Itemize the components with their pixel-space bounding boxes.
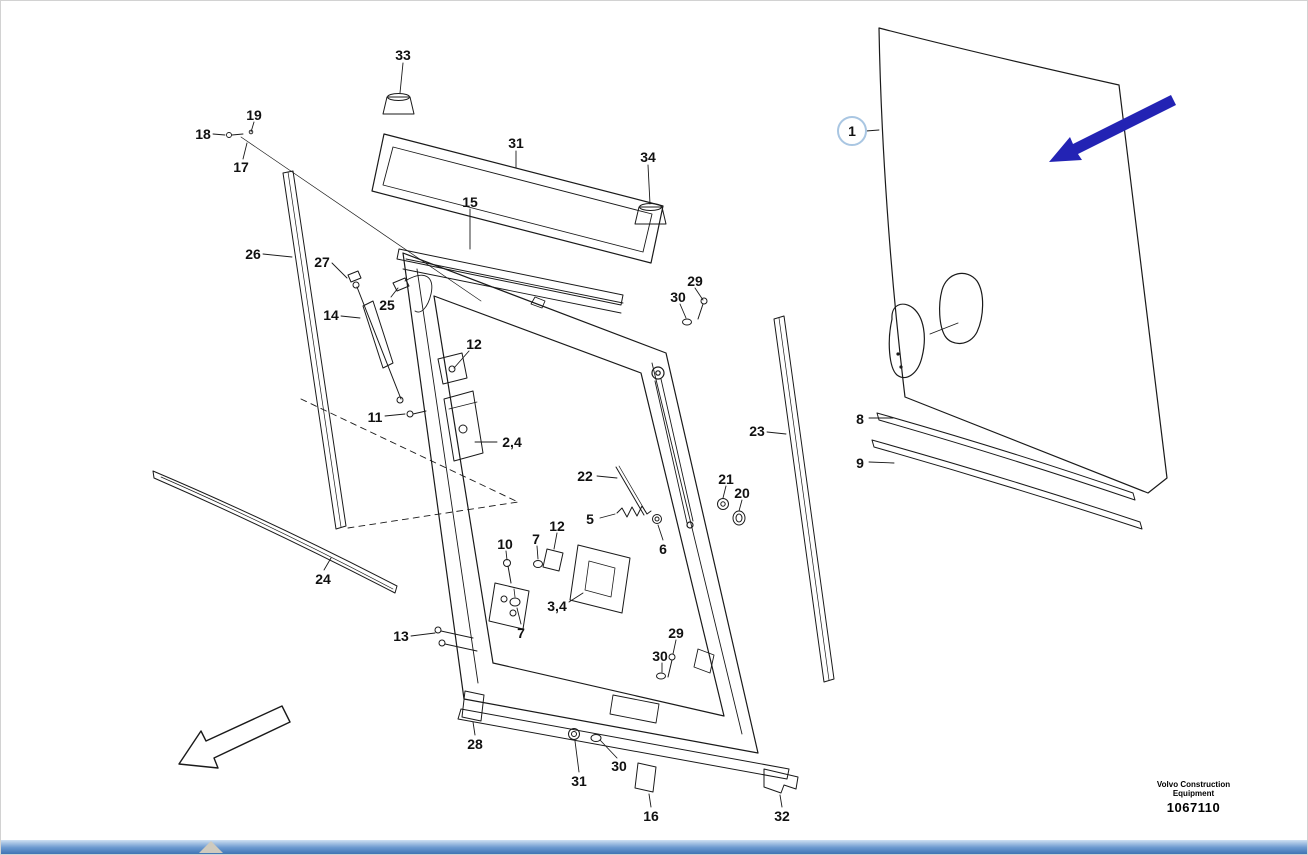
latch-mechanism: [406, 352, 484, 462]
corner-caps: [382, 93, 667, 225]
document-number: 1067110: [1166, 800, 1221, 815]
top-trim-strip: [396, 248, 624, 306]
brand-name-line2: Equipment: [1172, 789, 1215, 798]
glass-panel: [878, 27, 1168, 494]
side-seal-strips: [282, 170, 835, 683]
glass-mark-dot: [896, 352, 900, 356]
leader-lines: [212, 62, 895, 808]
upper-window-frame: [371, 133, 664, 264]
brand-block: Volvo Construction Equipment 1067110: [1136, 780, 1251, 815]
glass-mark-dot: [899, 365, 903, 369]
assembly-direction-arrow: [178, 705, 291, 769]
brand-name-line1: Volvo Construction: [1156, 780, 1231, 789]
alignment-dashes: [300, 398, 519, 529]
direction-arrow: [1049, 95, 1176, 162]
glass-seal-strips: [871, 412, 1143, 530]
door-frame: [402, 252, 790, 780]
rod-spring-washers: [615, 465, 746, 526]
bottom-scrollbar[interactable]: [1, 840, 1307, 854]
curved-lower-strip: [152, 470, 398, 594]
scrollbar-position-arrow[interactable]: [199, 841, 223, 853]
bolts-washers: [568, 297, 708, 742]
handle-plate: [434, 544, 631, 652]
pads-brackets: [461, 690, 799, 794]
gas-strut: [347, 270, 433, 404]
top-left-fasteners: [226, 129, 482, 302]
